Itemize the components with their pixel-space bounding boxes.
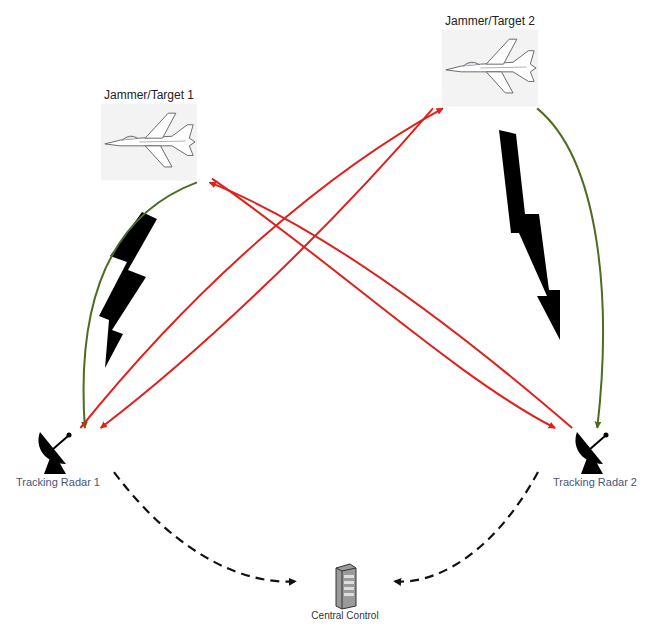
tracking-radar: Tracking Radar 1 xyxy=(2,428,114,489)
tracking-radar: Tracking Radar 2 xyxy=(538,428,652,489)
node-label: Central Control xyxy=(309,610,380,622)
icon-holder xyxy=(330,562,360,610)
icon-holder xyxy=(569,428,621,476)
node-label: Jammer/Target 2 xyxy=(443,14,537,28)
aircraft-icon xyxy=(101,102,197,182)
node-label: Tracking Radar 1 xyxy=(14,476,102,489)
signal-arrow xyxy=(537,108,603,428)
node-label: Tracking Radar 2 xyxy=(551,476,639,489)
signal-arrow xyxy=(84,182,197,428)
signal-arrow xyxy=(114,472,296,582)
icon-holder xyxy=(101,102,197,182)
radar-dish-icon xyxy=(32,428,84,476)
icon-holder xyxy=(442,28,538,108)
central-control: Central Control xyxy=(296,562,394,622)
radar-dish-icon xyxy=(569,428,621,476)
jammer-target: Jammer/Target 2 xyxy=(428,14,552,108)
jamming-bolt xyxy=(99,212,157,368)
server-icon xyxy=(330,562,360,610)
node-label: Jammer/Target 1 xyxy=(102,88,196,102)
signal-arrow xyxy=(394,472,538,582)
jamming-bolt xyxy=(499,130,560,340)
aircraft-icon xyxy=(442,28,538,108)
signal-arrow xyxy=(212,179,555,428)
icon-holder xyxy=(32,428,84,476)
signal-arrow xyxy=(209,182,572,428)
jammer-target: Jammer/Target 1 xyxy=(86,88,212,182)
